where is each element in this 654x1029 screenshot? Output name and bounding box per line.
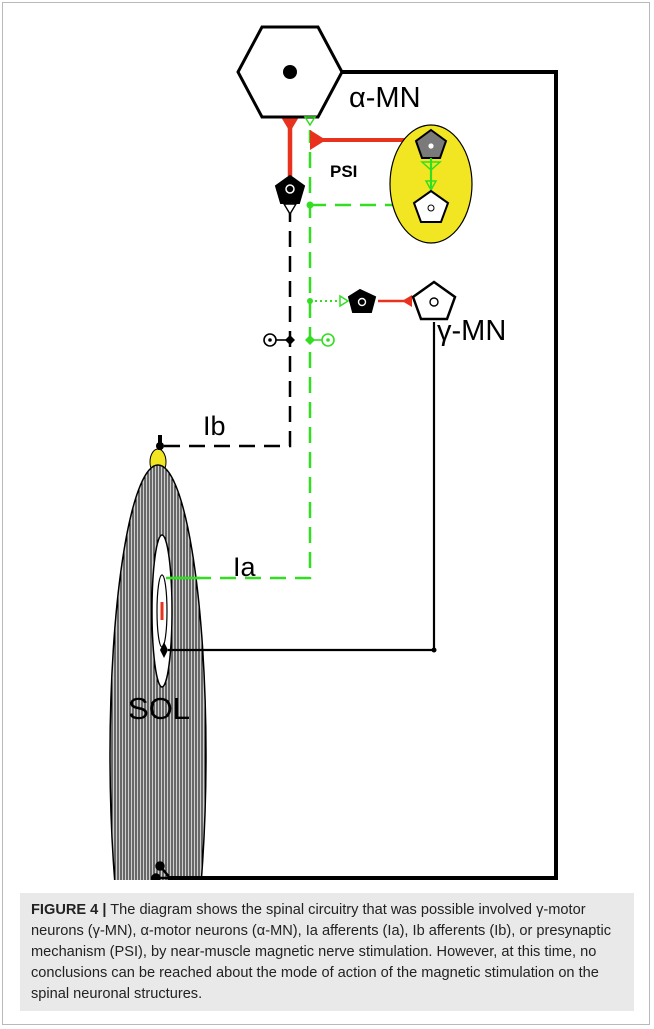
alpha-mn-label: α-MN <box>349 82 421 114</box>
spindle-diamond <box>160 642 168 658</box>
psi-white-nucleus <box>427 204 435 212</box>
red-synapse-gamma <box>402 295 412 307</box>
ia-label: Ia <box>233 552 257 582</box>
psi-label: PSI <box>330 162 357 181</box>
red-synapse-alpha <box>281 117 299 132</box>
alpha-mn-green-tick <box>303 116 317 127</box>
alpha-mn-motor-axon <box>170 70 558 880</box>
psi-white-neuron-icon <box>412 189 450 223</box>
neuromuscular-junction-icon <box>151 861 190 880</box>
psi-internal-arrow <box>424 180 438 192</box>
gamma-mn-axon <box>168 322 436 652</box>
sol-muscle <box>109 448 207 880</box>
black-interneuron-arrow <box>282 203 298 216</box>
black-interneuron-icon <box>274 174 306 204</box>
figure-caption: FIGURE 4 | The diagram shows the spinal … <box>20 893 634 1011</box>
ia-branch-dot <box>306 201 314 209</box>
black-interneuron-nucleus <box>285 184 295 194</box>
spinal-circuit-diagram: α-MN PSI γ-MN Ib Ia SOL <box>109 25 558 880</box>
gamma-axon-dot <box>431 647 437 653</box>
caption-text: The diagram shows the spinal circuitry t… <box>31 902 612 1002</box>
ib-label: Ib <box>203 411 226 441</box>
ia-stimulation-marker <box>305 333 335 347</box>
gamma-interneuron-nucleus <box>357 297 367 307</box>
ib-afferent <box>164 205 292 448</box>
alpha-mn-nucleus <box>283 65 297 79</box>
sol-label: SOL <box>128 691 190 726</box>
ib-stimulation-marker <box>263 333 295 347</box>
gamma-interneuron-icon <box>347 288 377 313</box>
psi-green-tick <box>420 161 442 172</box>
ia-afferent <box>170 130 398 580</box>
psi-grey-nucleus <box>428 143 434 149</box>
gamma-mn-nucleus <box>429 297 439 307</box>
gamma-mn-pentagon-icon <box>411 280 457 321</box>
gamma-mn-label: γ-MN <box>437 315 506 347</box>
red-synapse-psi <box>310 130 326 150</box>
figure-label: FIGURE 4 | <box>31 902 107 918</box>
ia-arrow-to-interneuron <box>339 294 350 308</box>
